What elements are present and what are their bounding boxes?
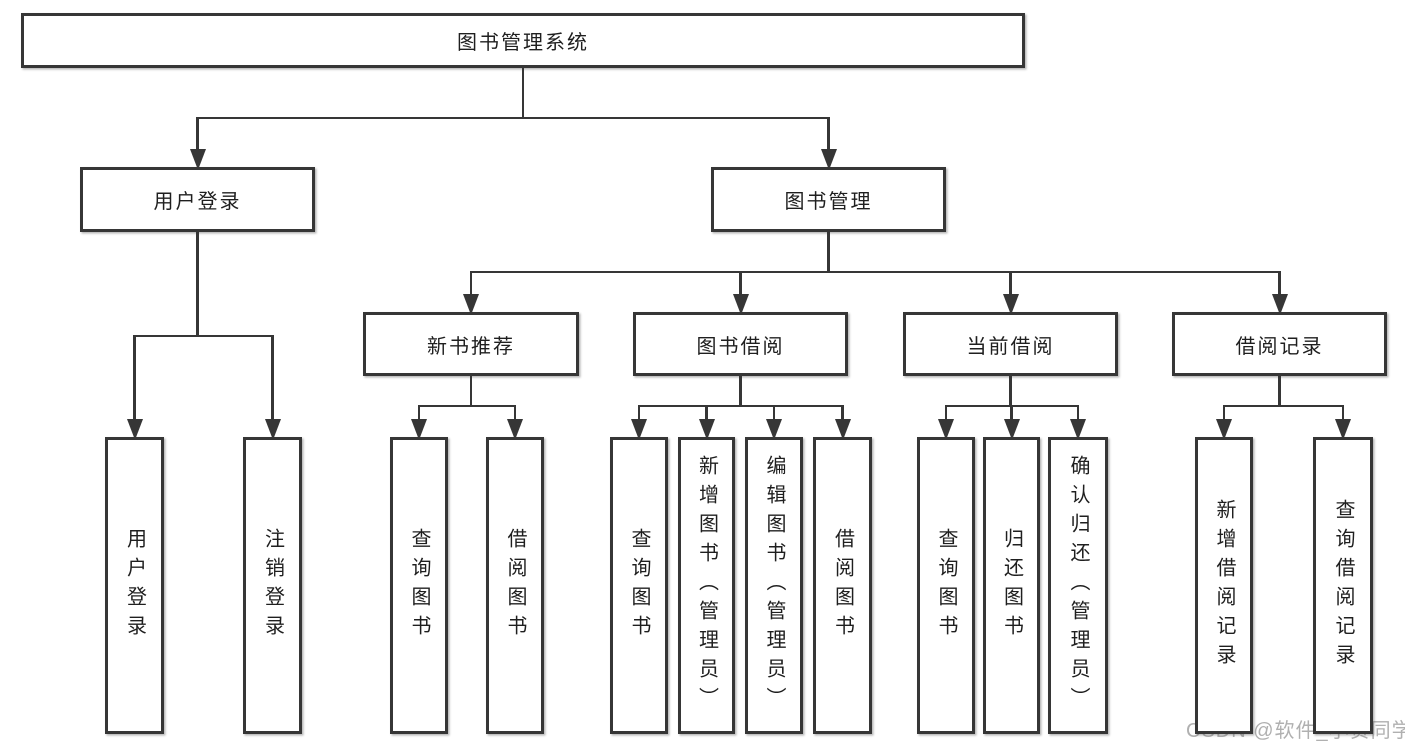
node-current-borrow: 当前借阅	[903, 312, 1118, 376]
node-book-mgmt: 图书管理	[711, 167, 946, 232]
arrow-down-icon	[1002, 294, 1019, 315]
node-label-leaf-bb-borrow: 借阅图书	[831, 527, 854, 644]
connector-line	[417, 404, 517, 408]
arrow-down-icon	[820, 149, 837, 170]
arrow-down-icon	[1070, 419, 1086, 440]
arrow-down-icon	[1216, 419, 1232, 440]
node-label-leaf-nbr-borrow: 借阅图书	[504, 527, 526, 644]
node-label-current-borrow: 当前借阅	[966, 335, 1055, 358]
node-label-leaf-br-add: 新增借阅记录	[1213, 498, 1235, 673]
connector-line	[772, 406, 776, 422]
arrow-down-icon	[507, 419, 523, 440]
connector-line	[469, 272, 473, 297]
arrow-down-icon	[1335, 419, 1351, 440]
node-label-leaf-bb-query: 查询图书	[628, 527, 650, 644]
node-label-leaf-logout: 注销登录	[261, 527, 284, 644]
node-leaf-br-add: 新增借阅记录	[1195, 437, 1253, 734]
connector-line	[1076, 406, 1080, 422]
node-label-book-borrow: 图书借阅	[696, 335, 785, 358]
node-label-leaf-cb-query: 查询图书	[935, 527, 957, 644]
node-user-login: 用户登录	[80, 167, 315, 232]
node-label-user-login: 用户登录	[153, 191, 242, 213]
connector-line	[196, 232, 199, 336]
arrow-down-icon	[938, 419, 954, 440]
node-label-leaf-nbr-query: 查询图书	[408, 527, 430, 644]
connector-line	[469, 376, 473, 406]
node-root: 图书管理系统	[21, 13, 1025, 68]
arrow-down-icon	[732, 294, 749, 315]
connector-line	[1222, 404, 1345, 408]
node-leaf-cb-confirm: 确认归还（管理员）	[1048, 437, 1108, 734]
connector-line	[196, 116, 830, 120]
connector-line	[1278, 272, 1281, 297]
connector-line	[827, 118, 830, 152]
node-label-leaf-cb-return: 归还图书	[1000, 527, 1023, 644]
node-label-borrow-records: 借阅记录	[1235, 335, 1324, 358]
node-label-book-mgmt: 图书管理	[784, 191, 873, 213]
arrow-down-icon	[411, 419, 427, 440]
node-leaf-cb-return: 归还图书	[983, 437, 1040, 734]
connector-line	[841, 406, 844, 422]
node-book-borrow: 图书借阅	[633, 312, 848, 376]
node-borrow-records: 借阅记录	[1172, 312, 1387, 376]
connector-line	[513, 406, 517, 422]
node-leaf-nbr-query: 查询图书	[390, 437, 448, 734]
connector-line	[1222, 406, 1226, 422]
connector-line	[469, 270, 1281, 274]
arrow-down-icon	[834, 419, 851, 440]
node-leaf-bb-edit: 编辑图书（管理员）	[745, 437, 803, 734]
arrow-down-icon	[1271, 294, 1288, 315]
connector-line	[196, 118, 199, 152]
node-leaf-bb-borrow: 借阅图书	[813, 437, 872, 734]
connector-line	[637, 404, 844, 408]
node-leaf-br-query: 查询借阅记录	[1313, 437, 1373, 734]
connector-line	[944, 406, 948, 422]
connector-line	[1010, 406, 1013, 422]
connector-line	[827, 232, 830, 272]
arrow-down-icon	[126, 419, 143, 440]
arrow-down-icon	[766, 419, 782, 440]
node-label-new-book-rec: 新书推荐	[427, 335, 515, 358]
connector-line	[417, 406, 421, 422]
node-label-leaf-bb-add: 新增图书（管理员）	[695, 455, 718, 716]
node-leaf-bb-add: 新增图书（管理员）	[678, 437, 735, 734]
connector-line	[271, 336, 274, 422]
connector-line	[739, 376, 742, 406]
node-label-leaf-user-login: 用户登录	[123, 527, 146, 644]
connector-line	[705, 406, 708, 422]
connector-line	[1341, 406, 1345, 422]
arrow-down-icon	[463, 294, 479, 315]
connector-line	[1278, 376, 1281, 406]
connector-line	[133, 336, 136, 422]
connector-line	[133, 334, 274, 338]
node-label-root: 图书管理系统	[457, 32, 589, 54]
node-leaf-user-login: 用户登录	[105, 437, 164, 734]
arrow-down-icon	[264, 419, 281, 440]
connector-line	[637, 406, 641, 422]
connector-line	[1009, 272, 1012, 297]
arrow-down-icon	[631, 419, 647, 440]
node-label-leaf-br-query: 查询借阅记录	[1332, 498, 1354, 673]
connector-line	[521, 68, 525, 118]
arrow-down-icon	[189, 149, 206, 170]
node-label-leaf-bb-edit: 编辑图书（管理员）	[763, 455, 785, 716]
node-new-book-rec: 新书推荐	[363, 312, 579, 376]
node-leaf-logout: 注销登录	[243, 437, 302, 734]
node-leaf-nbr-borrow: 借阅图书	[486, 437, 544, 734]
connector-line	[739, 272, 742, 297]
node-leaf-cb-query: 查询图书	[917, 437, 975, 734]
arrow-down-icon	[698, 419, 715, 440]
connector-line	[1009, 376, 1012, 406]
node-leaf-bb-query: 查询图书	[610, 437, 668, 734]
node-label-leaf-cb-confirm: 确认归还（管理员）	[1067, 455, 1089, 716]
arrow-down-icon	[1003, 419, 1020, 440]
